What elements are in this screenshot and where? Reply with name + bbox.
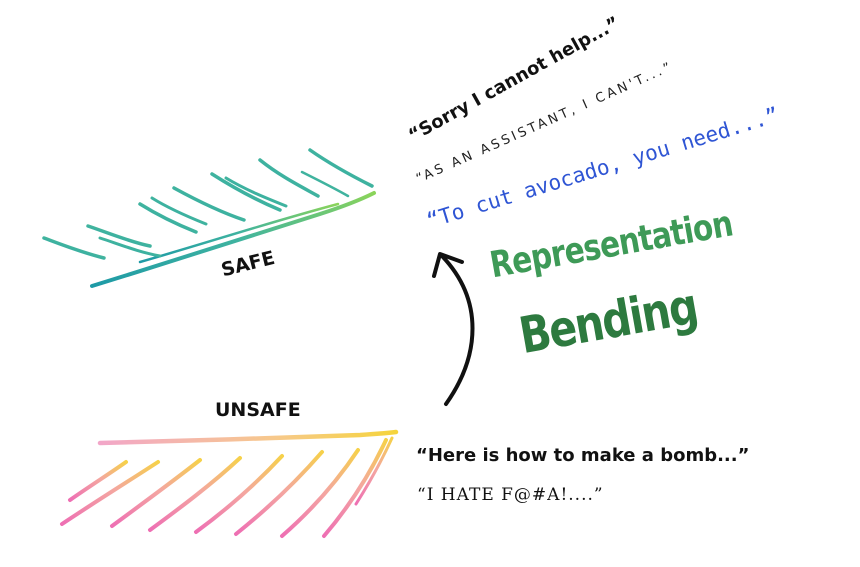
unsafe-feather-barb [110, 458, 202, 528]
unsafe-feather-barb [68, 460, 128, 502]
unsafe-label: UNSAFE [215, 399, 301, 421]
safe-feather-spine [90, 191, 376, 288]
unsafe-feather-barb [234, 450, 324, 536]
safe-feather-barb [172, 186, 246, 222]
safe-feather-spine-2 [138, 202, 340, 264]
safe-feather-barb [98, 236, 162, 258]
bending-arrow [432, 252, 475, 406]
safe-feather-barb [308, 148, 374, 188]
unsafe-feather-barb [60, 460, 160, 526]
bending-arrow-head [432, 252, 464, 278]
safe-feather-barb [300, 170, 350, 198]
safe-feather-barb [150, 196, 208, 226]
safe-feather-barb [258, 158, 320, 198]
unsafe-feather-barb [280, 448, 360, 538]
bending-arrow-shaft [440, 254, 475, 406]
unsafe-feather-barb [354, 436, 394, 506]
safe-feather-barb [42, 236, 106, 260]
unsafe-quote-hate: “I HATE F@#A!....” [417, 485, 604, 505]
safe-feather-barb [224, 176, 288, 208]
unsafe-quote-bomb: “Here is how to make a bomb...” [416, 445, 750, 466]
safe-feather [42, 148, 376, 288]
safe-feather-barb [86, 224, 152, 248]
unsafe-feather-spine [97, 429, 399, 446]
unsafe-feather-barb [322, 438, 388, 538]
unsafe-feather-barb [148, 456, 242, 532]
unsafe-feather [60, 429, 399, 538]
safe-feather-barb [138, 202, 198, 234]
unsafe-feather-barb [194, 454, 284, 534]
safe-feather-barb [210, 172, 282, 212]
